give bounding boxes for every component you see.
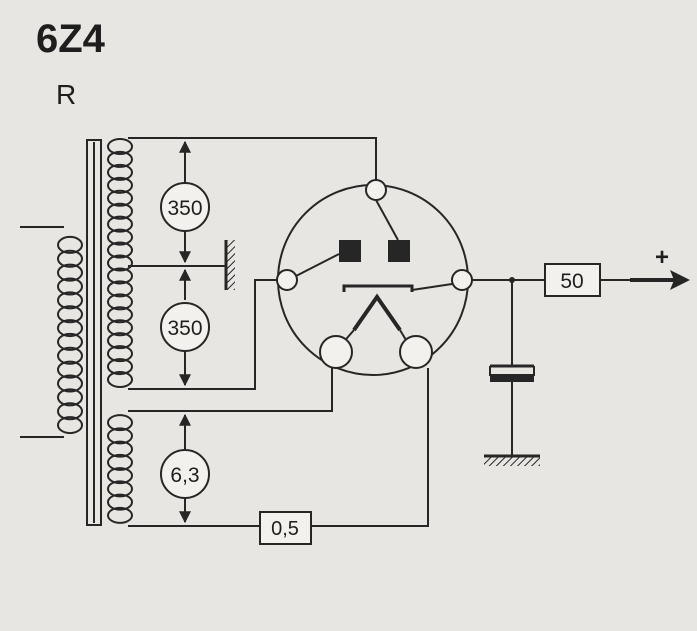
coil-turn <box>57 319 83 338</box>
coil-turn <box>107 345 133 363</box>
hv-upper-voltage-label: 350 <box>160 182 210 232</box>
coil-turn <box>107 137 133 155</box>
coil-turn <box>107 293 133 311</box>
coil-turn <box>57 235 83 254</box>
output-polarity-label: + <box>655 244 669 271</box>
coil-turn <box>107 358 133 376</box>
anode-plate-right <box>388 240 410 262</box>
output-arrow-icon: + <box>630 244 690 290</box>
svg-text:50: 50 <box>560 270 583 293</box>
coil-turn <box>107 280 133 298</box>
primary-winding <box>20 226 83 438</box>
coil-turn <box>107 215 133 233</box>
coil-turn <box>107 427 133 445</box>
filament-voltage-label: 6,3 <box>160 449 210 499</box>
coil-turn <box>57 277 83 296</box>
coil-turn <box>57 346 83 365</box>
svg-text:350: 350 <box>167 317 202 340</box>
coil-turn <box>107 163 133 181</box>
wiring <box>128 137 630 527</box>
coil-turn <box>107 480 133 498</box>
tube-type-title: 6Z4 <box>36 17 106 61</box>
upper-anode-pin <box>365 179 387 201</box>
coil-turn <box>107 254 133 272</box>
heater-filament <box>352 293 402 332</box>
heater-pin-right <box>399 335 433 369</box>
tube-class-label: R <box>56 79 76 110</box>
transformer-core <box>86 139 102 526</box>
svg-text:6,3: 6,3 <box>170 464 199 487</box>
cathode-pin <box>451 269 473 291</box>
coil-turn <box>57 305 83 324</box>
center-tap-ground-symbol <box>224 240 235 290</box>
coil-turn <box>57 388 83 407</box>
coil-turn <box>57 332 83 351</box>
coil-turn <box>57 416 83 435</box>
coil-turn <box>57 249 83 268</box>
filter-capacitor <box>489 364 535 382</box>
coil-turn <box>107 440 133 458</box>
coil-turn <box>107 453 133 471</box>
output-resistor: 50 <box>544 263 601 297</box>
coil-turn <box>107 319 133 337</box>
filament-winding <box>107 414 133 524</box>
coil-turn <box>107 176 133 194</box>
junction-dot <box>509 277 515 283</box>
heater-pin-left <box>319 335 353 369</box>
coil-turn <box>57 374 83 393</box>
coil-turn <box>107 202 133 220</box>
coil-turn <box>107 467 133 485</box>
coil-turn <box>107 371 133 389</box>
rectifier-tube <box>276 179 473 376</box>
coil-turn <box>107 414 133 432</box>
coil-turn <box>57 360 83 379</box>
coil-turn <box>107 267 133 285</box>
anode-plate-left <box>339 240 361 262</box>
coil-turn <box>107 332 133 350</box>
coil-turn <box>57 402 83 421</box>
svg-text:0,5: 0,5 <box>271 518 299 540</box>
coil-turn <box>107 228 133 246</box>
coil-turn <box>107 506 133 524</box>
coil-turn <box>107 306 133 324</box>
capacitor-ground-symbol <box>484 454 540 466</box>
coil-turn <box>107 493 133 511</box>
filament-resistor: 0,5 <box>259 511 312 545</box>
coil-turn <box>57 291 83 310</box>
svg-text:350: 350 <box>167 197 202 220</box>
lower-anode-pin <box>276 269 298 291</box>
hv-lower-voltage-label: 350 <box>160 302 210 352</box>
hv-secondary-winding <box>107 137 133 389</box>
coil-turn <box>107 150 133 168</box>
cathode-sleeve <box>342 284 414 292</box>
coil-turn <box>57 263 83 282</box>
coil-turn <box>107 241 133 259</box>
coil-turn <box>107 189 133 207</box>
